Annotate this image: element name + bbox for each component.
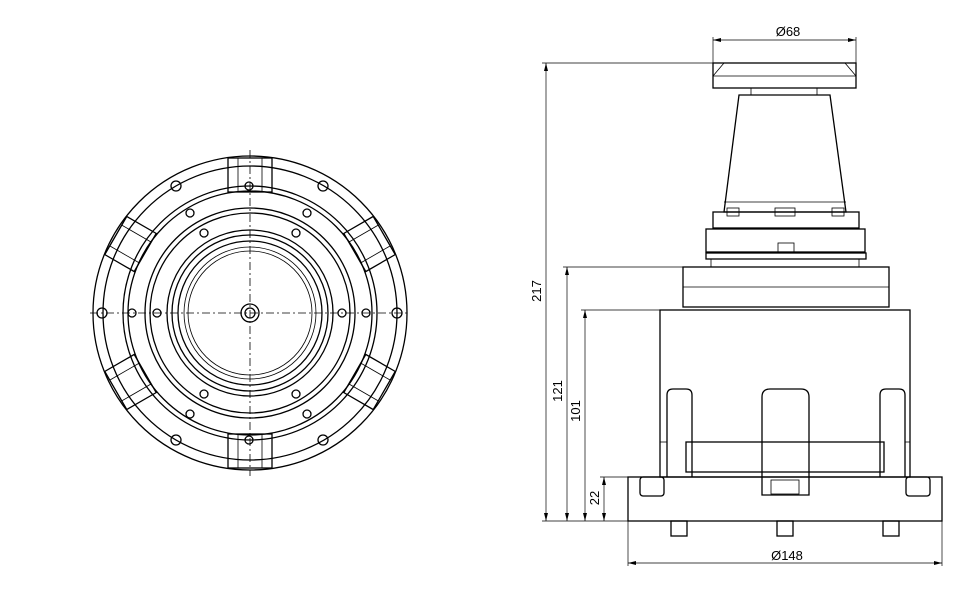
housing-legs (660, 388, 910, 496)
top-view (90, 150, 410, 476)
side-view (627, 62, 943, 537)
dim-body-height: 101 (568, 400, 583, 422)
dimension-lines (542, 37, 943, 566)
inner-bolt-holes (127, 208, 371, 419)
dim-base-diameter: Ø148 (771, 548, 803, 563)
dim-base-height: 22 (587, 491, 602, 505)
dim-height-to-flange: 121 (550, 380, 565, 402)
outer-bolt-holes (96, 180, 403, 446)
dim-top-diameter: Ø68 (776, 24, 801, 39)
dim-total-height: 217 (529, 280, 544, 302)
